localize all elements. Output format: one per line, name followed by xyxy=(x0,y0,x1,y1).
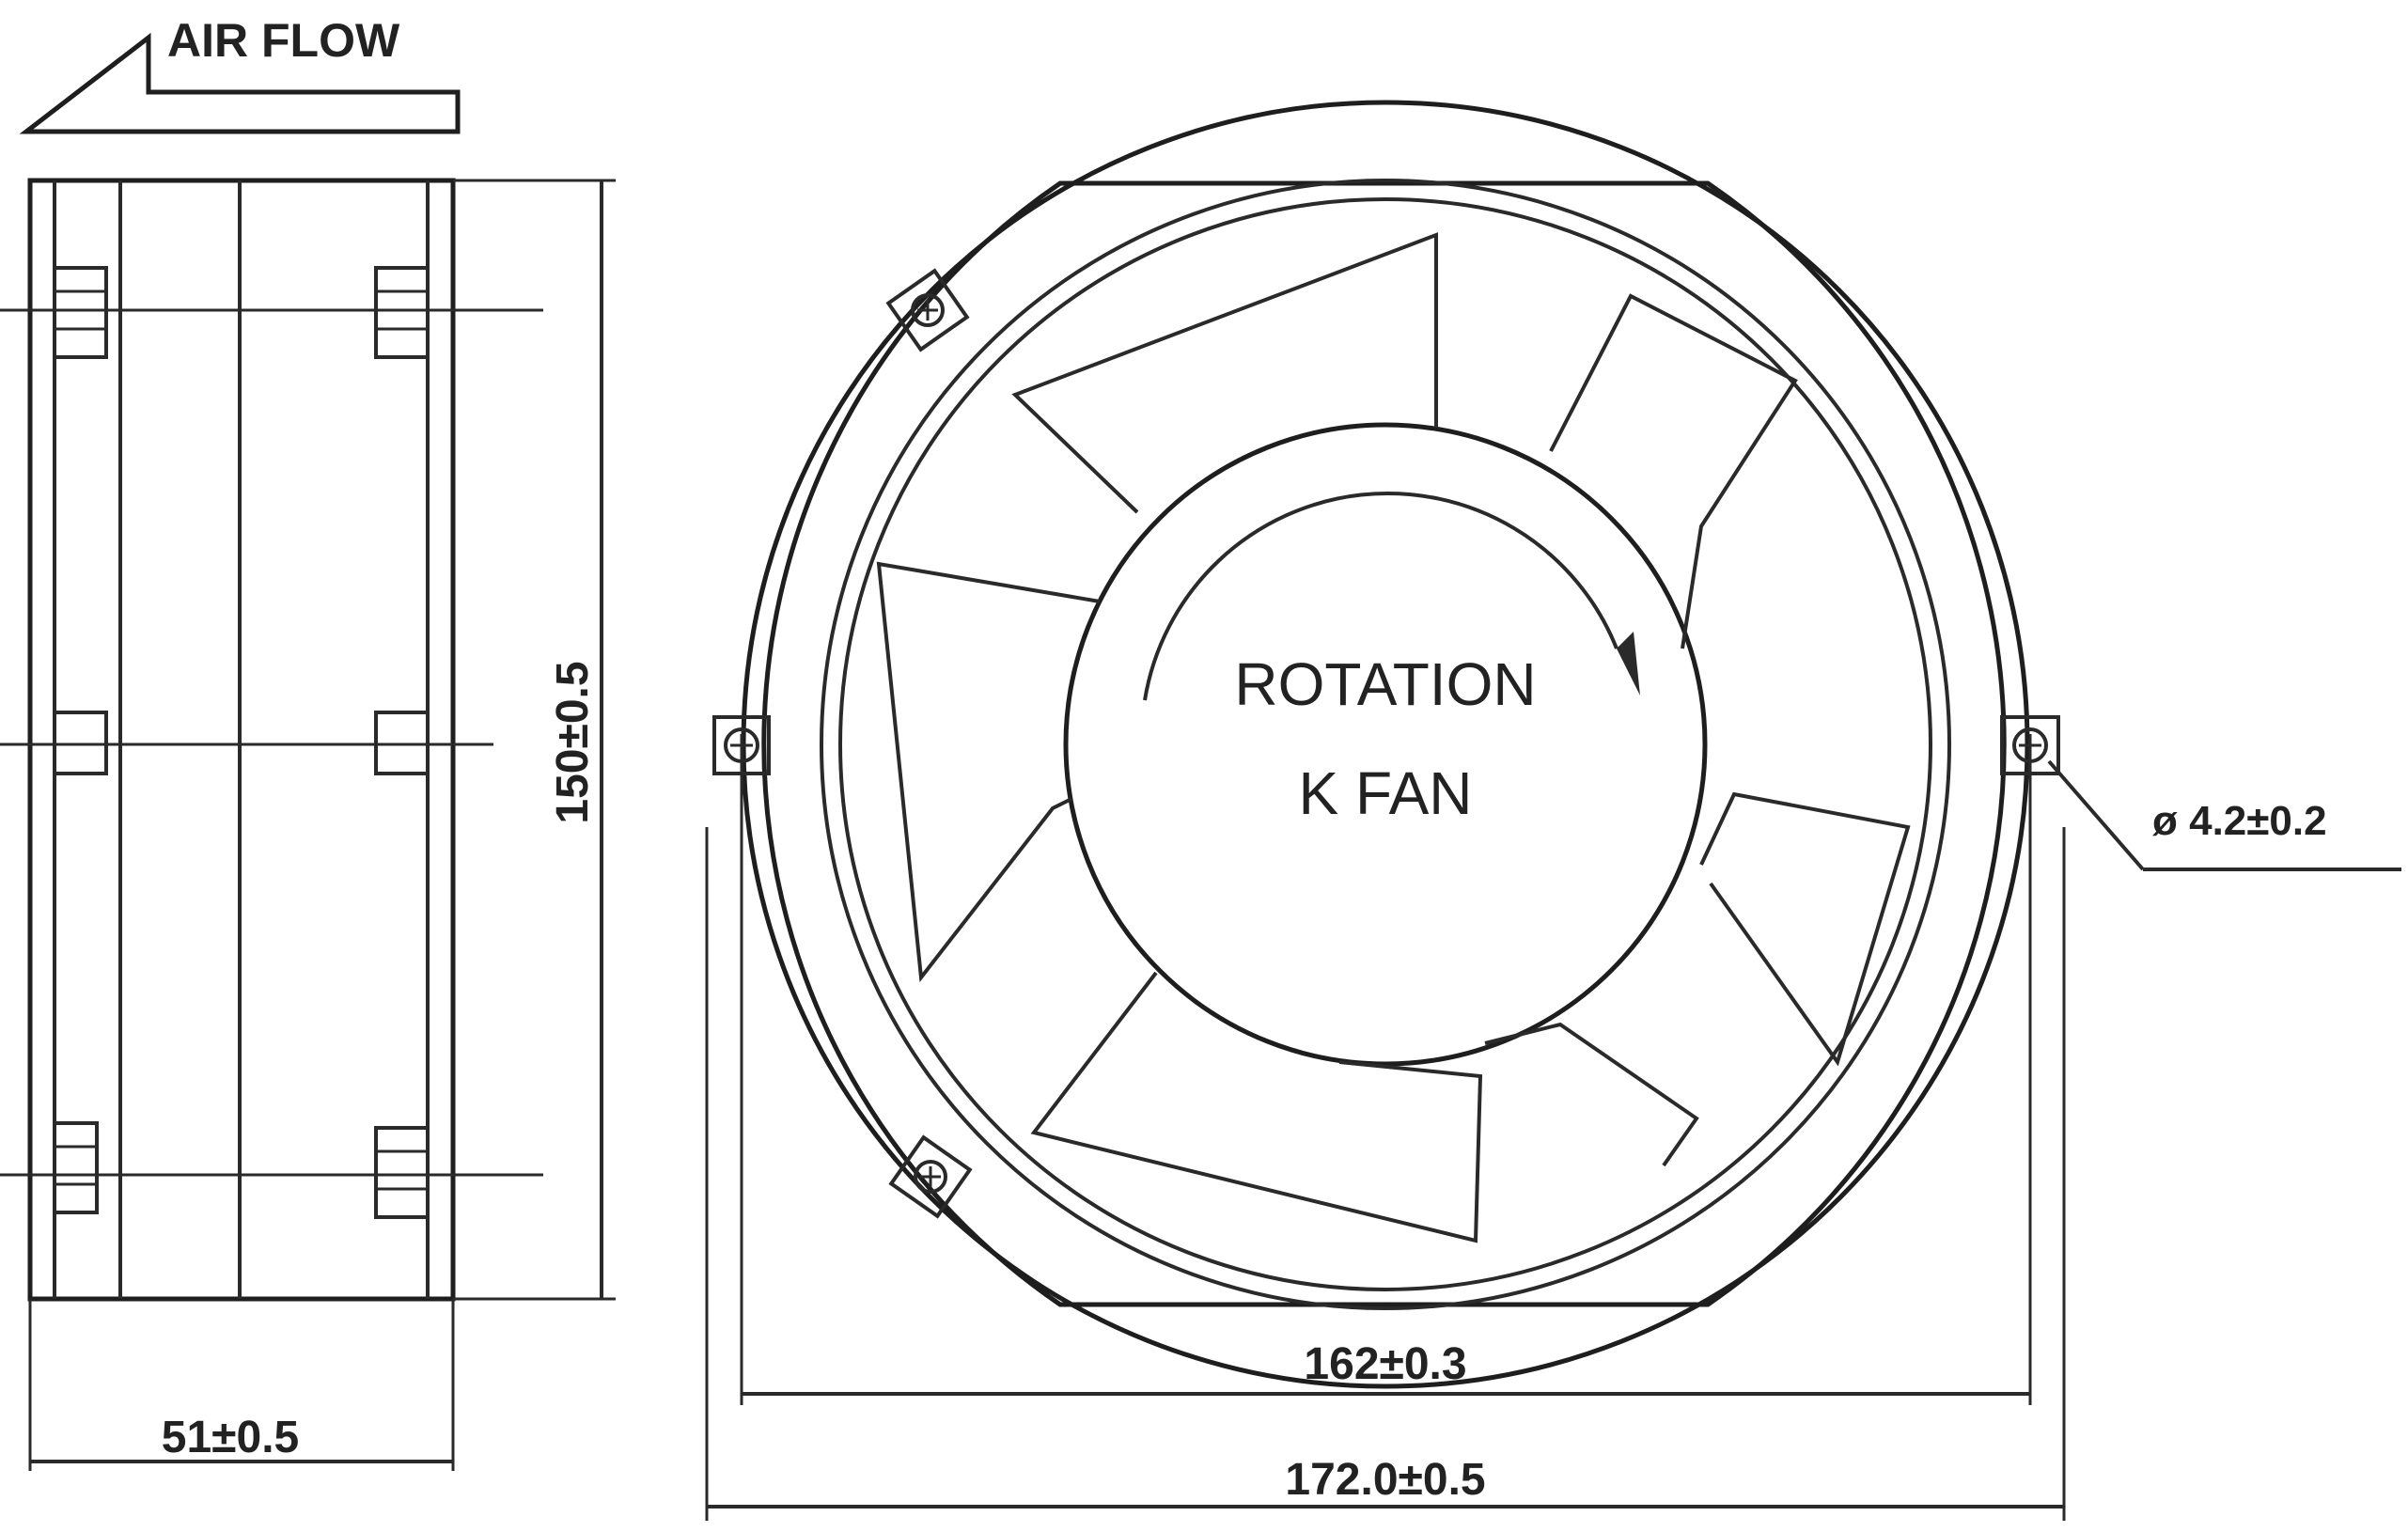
rotation-arrow-head xyxy=(1617,632,1640,696)
air-flow-arrow-outline xyxy=(19,32,461,134)
fan-blade xyxy=(1011,232,1438,514)
mounting-hole xyxy=(888,1134,973,1219)
side-view: 150±0.5 51±0.5 xyxy=(0,178,616,1471)
fan-type-label: K FAN xyxy=(1299,759,1473,827)
fan-blade xyxy=(1030,971,1483,1243)
fan-blades xyxy=(876,232,1911,1243)
fan-blade xyxy=(876,561,1101,983)
screw-icon xyxy=(911,293,945,327)
rotation-arc xyxy=(1143,492,1618,701)
diameter-leader-line xyxy=(2047,759,2145,871)
depth-dimension-label: 51±0.5 xyxy=(162,1413,299,1462)
fan-blade xyxy=(1549,293,1798,649)
hole-diameter-label: ø 4.2±0.2 xyxy=(2152,798,2327,844)
overall-width-label: 172.0±0.5 xyxy=(1285,1455,1485,1505)
mounting-hole-boss xyxy=(885,268,970,352)
air-flow-arrow: AIR FLOW xyxy=(19,14,461,134)
rotation-label: ROTATION xyxy=(1234,650,1536,718)
side-lug xyxy=(374,1126,430,1219)
mounting-hole xyxy=(885,268,970,352)
fan-blade xyxy=(1699,791,1911,1067)
front-view: ROTATION K FAN ø 4.2±0.2 162±0.3 172.0±0… xyxy=(705,100,2401,1521)
screw-icon xyxy=(914,1160,947,1194)
side-lug xyxy=(53,1121,99,1214)
side-lug xyxy=(53,266,108,359)
venturi-ring-inner xyxy=(838,197,1932,1291)
venturi-ring xyxy=(820,179,1951,1310)
air-flow-label: AIR FLOW xyxy=(167,14,400,67)
housing-outline xyxy=(761,180,2007,1307)
fan-hub xyxy=(1063,422,1708,1067)
fan-blade xyxy=(1484,1022,1699,1167)
side-lug xyxy=(374,266,430,359)
mounting-hole-boss xyxy=(888,1134,973,1219)
hole-spacing-label: 162±0.3 xyxy=(1304,1339,1466,1389)
height-dimension-label: 150±0.5 xyxy=(548,661,598,823)
